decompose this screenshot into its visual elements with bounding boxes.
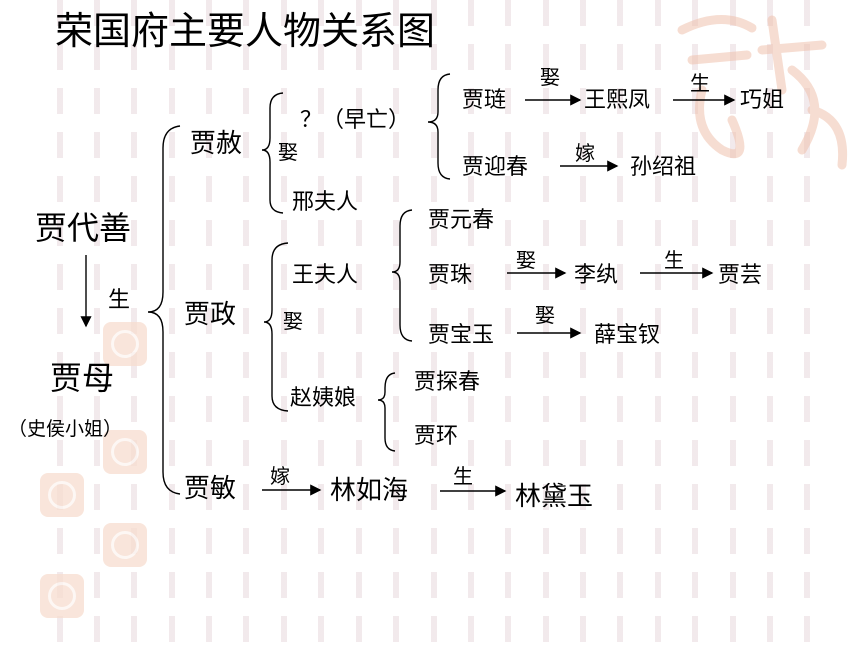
background-stripe xyxy=(393,0,399,645)
person-jia-lian: 贾琏 xyxy=(462,88,507,113)
person-qiao-jie: 巧姐 xyxy=(740,88,785,113)
relation-marry-label: 娶 xyxy=(283,309,303,333)
person-jia-min: 贾敏 xyxy=(184,474,237,504)
person-jia-baoyu: 贾宝玉 xyxy=(428,323,495,348)
person-jia-yun: 贾芸 xyxy=(718,263,763,288)
person-jia-huan: 贾环 xyxy=(414,424,459,449)
person-jia-tanchun: 贾探春 xyxy=(414,370,481,395)
decorative-seal xyxy=(103,523,147,567)
background-stripe xyxy=(57,0,63,645)
person-jia-she: 贾赦 xyxy=(190,129,243,159)
background-stripe xyxy=(580,0,586,645)
decorative-seal xyxy=(103,322,147,366)
person-jia-yuanchun: 贾元春 xyxy=(428,208,495,233)
background-stripe xyxy=(692,0,698,645)
background-stripe xyxy=(468,0,474,645)
background-stripe xyxy=(655,0,661,645)
brace-children xyxy=(147,125,181,495)
brace-jiashe-wives xyxy=(261,92,284,214)
relation-marry-label: 娶 xyxy=(540,65,560,89)
brace-wangfuren-children xyxy=(391,209,413,342)
person-lin-daiyu: 林黛玉 xyxy=(515,482,594,512)
relation-born-label: 生 xyxy=(664,248,684,272)
person-lin-ruhai: 林如海 xyxy=(330,476,409,506)
brace-jiazheng-wives xyxy=(263,242,289,412)
relation-married-to-label: 嫁 xyxy=(270,464,290,488)
relation-born-label: 生 xyxy=(690,71,710,95)
background-stripe xyxy=(804,0,810,645)
decorative-seal xyxy=(40,574,84,618)
person-jia-zhu: 贾珠 xyxy=(428,263,473,288)
background-stripe xyxy=(169,0,175,645)
decorative-seal xyxy=(40,473,84,517)
background-stripe xyxy=(730,0,736,645)
background-stripe xyxy=(356,0,362,645)
person-unknown-wife: ？（早亡） xyxy=(300,108,411,133)
person-sun-shaozu: 孙绍祖 xyxy=(630,155,697,180)
relation-marry-label: 娶 xyxy=(535,303,555,327)
relation-born-label: 生 xyxy=(453,464,473,488)
brace-early-wife-children xyxy=(427,73,451,180)
person-jia-daishan: 贾代善 xyxy=(35,209,132,247)
decorative-seal-large xyxy=(677,15,848,170)
relation-born-label: 生 xyxy=(108,288,131,313)
person-jia-yingchun: 贾迎春 xyxy=(462,155,529,180)
background-stripe xyxy=(505,0,511,645)
person-wang-xifeng: 王熙凤 xyxy=(584,88,651,113)
background-stripe xyxy=(767,0,773,645)
person-xue-baochai: 薛宝钗 xyxy=(594,323,661,348)
background-stripe xyxy=(431,0,437,645)
person-jia-zheng: 贾政 xyxy=(184,300,237,330)
person-zhao-yiniang: 赵姨娘 xyxy=(290,386,357,411)
background-stripe xyxy=(243,0,249,645)
background-stripe xyxy=(543,0,549,645)
person-li-wan: 李纨 xyxy=(574,263,619,288)
page-title: 荣国府主要人物关系图 xyxy=(55,9,436,53)
background-stripe xyxy=(617,0,623,645)
background-stripe xyxy=(94,0,100,645)
relation-marry-label: 娶 xyxy=(278,140,298,164)
background-stripe xyxy=(281,0,287,645)
decorative-seal xyxy=(103,430,147,474)
person-wang-furen: 王夫人 xyxy=(292,263,359,288)
background-stripe xyxy=(318,0,324,645)
background-stripe xyxy=(206,0,212,645)
brace-zhaoyiniang-children xyxy=(377,372,396,452)
person-jia-mu-note: （史侯小姐） xyxy=(8,418,123,440)
relation-marry-label: 娶 xyxy=(516,248,536,272)
person-xing-furen: 邢夫人 xyxy=(292,190,359,215)
relation-married-to-label: 嫁 xyxy=(575,141,595,165)
person-jia-mu: 贾母 xyxy=(50,359,115,397)
